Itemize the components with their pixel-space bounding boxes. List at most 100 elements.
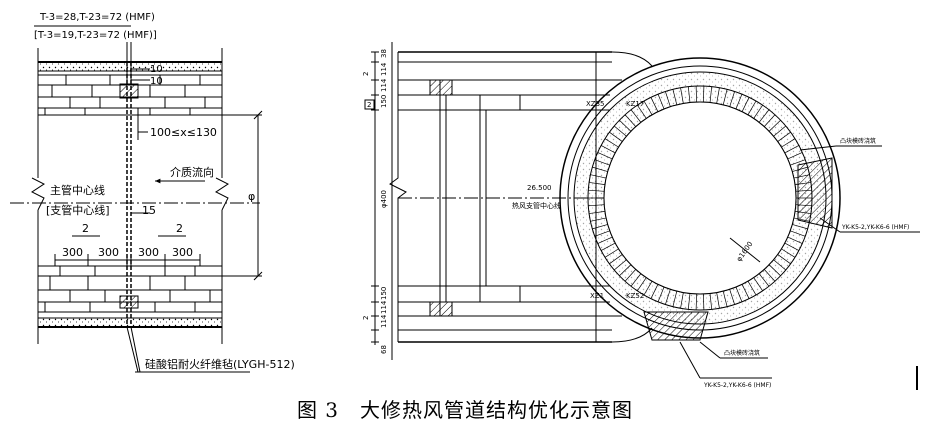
ref-box [364, 99, 375, 110]
lining-brick-joint [763, 269, 776, 282]
tag-kz17: KZ17 [626, 100, 644, 108]
lining-brick-joint [763, 114, 776, 127]
lining-brick-joint [624, 114, 637, 127]
lining-brick-joint [680, 87, 684, 104]
lining-brick-joint [624, 269, 637, 282]
lining-brick-joint [630, 109, 642, 123]
dim-2-bottom: 2 [362, 316, 370, 320]
dim-10-top: 10 [150, 64, 163, 75]
lining-brick-joint [672, 291, 678, 307]
lining-brick-joint [729, 91, 735, 107]
lining-brick-joint [722, 291, 728, 307]
lining-brick-joint [747, 100, 757, 116]
lining-brick-joint [665, 289, 671, 305]
lining-brick-joint [729, 289, 735, 305]
lining-brick-joint [589, 182, 605, 185]
lining-brick-joint [650, 97, 659, 112]
lining-brick-joint [672, 89, 678, 105]
lining-brick-joint [777, 131, 791, 142]
lining-brick-joint [604, 248, 619, 258]
tag-xz1: XZ1 [590, 292, 604, 300]
lining-brick-joint [741, 97, 750, 112]
right-dims-bottom: 150 114 114 68 2 [362, 287, 388, 354]
lining-brick-joint [613, 125, 627, 137]
lining-brick-joint [590, 174, 607, 179]
lining-brick-joint [709, 293, 713, 310]
lining-brick-joint [768, 119, 781, 132]
lining-brick-joint [630, 273, 642, 287]
dim-114-c: 114 [380, 300, 388, 314]
dim-150-bottom: 150 [380, 287, 388, 300]
lining-brick-joint [716, 87, 720, 104]
lining-brick-joint [604, 138, 619, 148]
lining-brick-joint [643, 100, 653, 116]
lining-brick-joint [665, 91, 671, 107]
lining-brick-joint [594, 230, 610, 237]
dim-300-d: 300 [172, 246, 193, 259]
dim-15-label: 15 [142, 204, 156, 217]
lining-brick-joint [657, 94, 665, 110]
lining-brick-joint [590, 217, 607, 222]
lining-brick-joint [773, 259, 787, 271]
diameter-mark: φ [248, 190, 255, 203]
lining-brick-joint [643, 280, 653, 296]
lining-brick-joint [657, 286, 665, 302]
lining-brick-joint [735, 94, 743, 110]
ref-box-number: 2 [367, 101, 371, 109]
lining-brick-joint [768, 264, 781, 277]
lining-brick-joint [609, 131, 623, 142]
lining-brick-joint [613, 259, 627, 271]
lining-brick-joint [650, 284, 659, 299]
lining-brick-joint [597, 236, 613, 244]
lining-brick-joint [722, 89, 728, 105]
lining-brick-joint [695, 293, 697, 310]
lining-brick-joint [784, 145, 800, 154]
dim-2-top: 2 [362, 72, 370, 76]
lining-brick-joint [790, 230, 806, 237]
dim-38: 38 [380, 49, 388, 58]
lining-brick-joint [637, 104, 647, 119]
spec-branch-label: [T-3=19,T-23=72 (HMF)] [34, 30, 157, 41]
main-centerline-label: 主管中心线 [50, 183, 105, 197]
tag-kz52: KZ52 [626, 292, 644, 300]
dim-2-right: 2 [176, 222, 183, 235]
dim-300-c: 300 [138, 246, 159, 259]
dim-300-b: 300 [98, 246, 119, 259]
spec-main-label: T-3=28,T-23=72 (HMF) [39, 12, 155, 23]
lining-brick-joint [709, 86, 713, 103]
lining-brick-joint [695, 86, 697, 103]
dim-300-a: 300 [62, 246, 83, 259]
lining-brick-joint [594, 159, 610, 166]
yk-label-right: YK-K5-2,YK-K6-6 (HMF) [841, 224, 909, 231]
lining-brick-joint [753, 104, 763, 119]
dim-range-label: 100≤x≤130 [150, 126, 217, 139]
lining-brick-joint [687, 86, 691, 103]
lining-brick-joint [637, 277, 647, 292]
yk-label-bottom: YK-K5-2,YK-K6-6 (HMF) [703, 382, 771, 389]
lining-brick-joint [703, 293, 705, 310]
lining-brick-joint [781, 248, 796, 258]
lining-brick-joint [747, 280, 757, 296]
dim-10-bottom: 10 [150, 76, 163, 87]
lining-brick-joint [619, 264, 632, 277]
lining-brick-joint [792, 224, 808, 230]
figure-caption: 图 3 大修热风管道结构优化示意图 [296, 398, 634, 422]
lining-brick-joint [777, 254, 791, 265]
lining-brick-joint [592, 224, 608, 230]
tag-xz35: XZ35 [586, 100, 605, 108]
flow-direction-label: 介质流向 [170, 165, 214, 179]
dim-114-a: 114 [380, 62, 388, 76]
lining-brick-joint [687, 293, 691, 310]
lining-brick-joint [680, 292, 684, 309]
branch-centerline-label: [支管中心线] [46, 203, 110, 217]
lining-brick-joint [609, 254, 623, 265]
lining-brick-joint [600, 242, 616, 251]
fiber-felt-note: 硅酸铝耐火纤维毡(LYGH-512) [145, 357, 295, 371]
lining-brick-joint [773, 125, 787, 137]
lining-brick-joint [787, 236, 803, 244]
lining-brick-joint [703, 86, 705, 103]
dim-2-left: 2 [82, 222, 89, 235]
lining-brick-joint [600, 145, 616, 154]
lining-brick-joint [790, 159, 806, 166]
